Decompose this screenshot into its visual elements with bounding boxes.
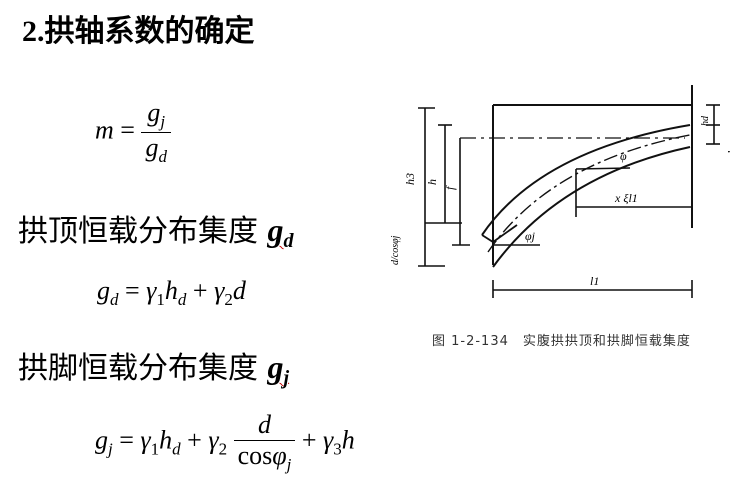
denominator-sub: d: [158, 147, 167, 166]
gj-gamma2: γ: [208, 425, 219, 455]
label-l1: l1: [590, 274, 599, 288]
formula-gj: gj = γ1hd + γ2 d cosφj + γ3h: [95, 410, 355, 475]
heading-foot-symbol: gj: [267, 349, 290, 389]
gj-h3: h: [341, 425, 355, 455]
label-phi-j: φj: [525, 229, 536, 243]
gd-gamma1-sub: 1: [156, 290, 165, 309]
gd-d: d: [232, 276, 246, 305]
gj-fraction-denominator: cosφj: [233, 440, 296, 475]
gj-phi: φ: [272, 441, 287, 470]
title-number: 2.: [22, 15, 45, 48]
label-hd: hd: [700, 115, 711, 126]
gd-h-sub: d: [177, 290, 187, 309]
gd-plus: +: [192, 276, 208, 305]
symbol-base: g: [267, 212, 284, 248]
gj-plus2: +: [301, 425, 317, 455]
gd-gamma1: γ: [146, 276, 157, 305]
heading-foot-label: 拱脚恒载分布集度: [18, 351, 258, 386]
label-f: f: [443, 185, 457, 190]
formula-m-lhs: m: [95, 115, 114, 145]
slide-title: 2.拱轴系数的确定: [22, 6, 255, 50]
gj-lhs-sub: j: [108, 439, 113, 459]
gj-cos: cos: [237, 441, 273, 470]
formula-m-equals: =: [120, 115, 135, 145]
title-text: 拱轴系数的确定: [44, 15, 255, 48]
gj-lhs-base: g: [95, 425, 108, 455]
label-d-over-cos: d/cosφj: [390, 235, 401, 265]
gd-lhs-base: g: [97, 276, 110, 305]
label-h3: h3: [403, 173, 417, 185]
label-phi: φ: [620, 149, 627, 163]
label-h: h: [425, 179, 439, 185]
heading-foot-load: 拱脚恒载分布集度 gj: [18, 343, 289, 390]
gd-gamma2-sub: 2: [224, 290, 233, 309]
figure-caption: 图 1-2-134 实腹拱拱顶和拱脚恒载集度: [432, 334, 691, 349]
symbol-sub: d: [283, 230, 294, 252]
arch-diagram-svg: h3 h f d/cosφj d hd φ φj x ξl1 l1: [390, 85, 739, 298]
heading-crown-symbol: gd: [267, 212, 294, 252]
gj-fraction: d cosφj: [233, 410, 296, 475]
gj-gamma2-sub: 2: [218, 439, 228, 459]
formula-gd: gd = γ1hd + γ2d: [97, 276, 246, 310]
gj-gamma3: γ: [323, 425, 334, 455]
symbol-sub: j: [283, 367, 290, 389]
denominator-base: g: [145, 133, 159, 162]
numerator-sub: j: [160, 112, 166, 131]
heading-crown-label: 拱顶恒载分布集度: [18, 214, 258, 249]
gj-plus1: +: [187, 425, 202, 455]
gj-fraction-numerator: d: [257, 410, 271, 439]
gd-gamma2: γ: [214, 276, 225, 305]
label-d: d: [725, 150, 730, 157]
gj-gamma1-sub: 1: [150, 439, 160, 459]
formula-m-denominator: gd: [141, 132, 171, 167]
formula-m-numerator: gj: [141, 98, 171, 132]
label-x-xi-l1: x ξl1: [614, 191, 638, 205]
gj-gamma1: γ: [140, 425, 151, 455]
numerator-base: g: [147, 98, 161, 127]
gj-h: h: [159, 425, 173, 455]
symbol-base: g: [267, 349, 284, 385]
gj-equals: =: [119, 425, 134, 455]
gj-gamma3-sub: 3: [333, 439, 342, 459]
heading-crown-load: 拱顶恒载分布集度 gd: [18, 206, 294, 253]
gj-phi-sub: j: [286, 455, 292, 474]
formula-m: m = gj gd: [95, 98, 171, 167]
formula-m-fraction: gj gd: [141, 98, 171, 167]
gd-equals: =: [125, 276, 140, 305]
gj-h-sub: d: [172, 439, 181, 459]
arch-diagram: h3 h f d/cosφj d hd φ φj x ξl1 l1: [390, 80, 739, 300]
gd-h: h: [164, 276, 178, 305]
gd-lhs-sub: d: [110, 290, 119, 309]
